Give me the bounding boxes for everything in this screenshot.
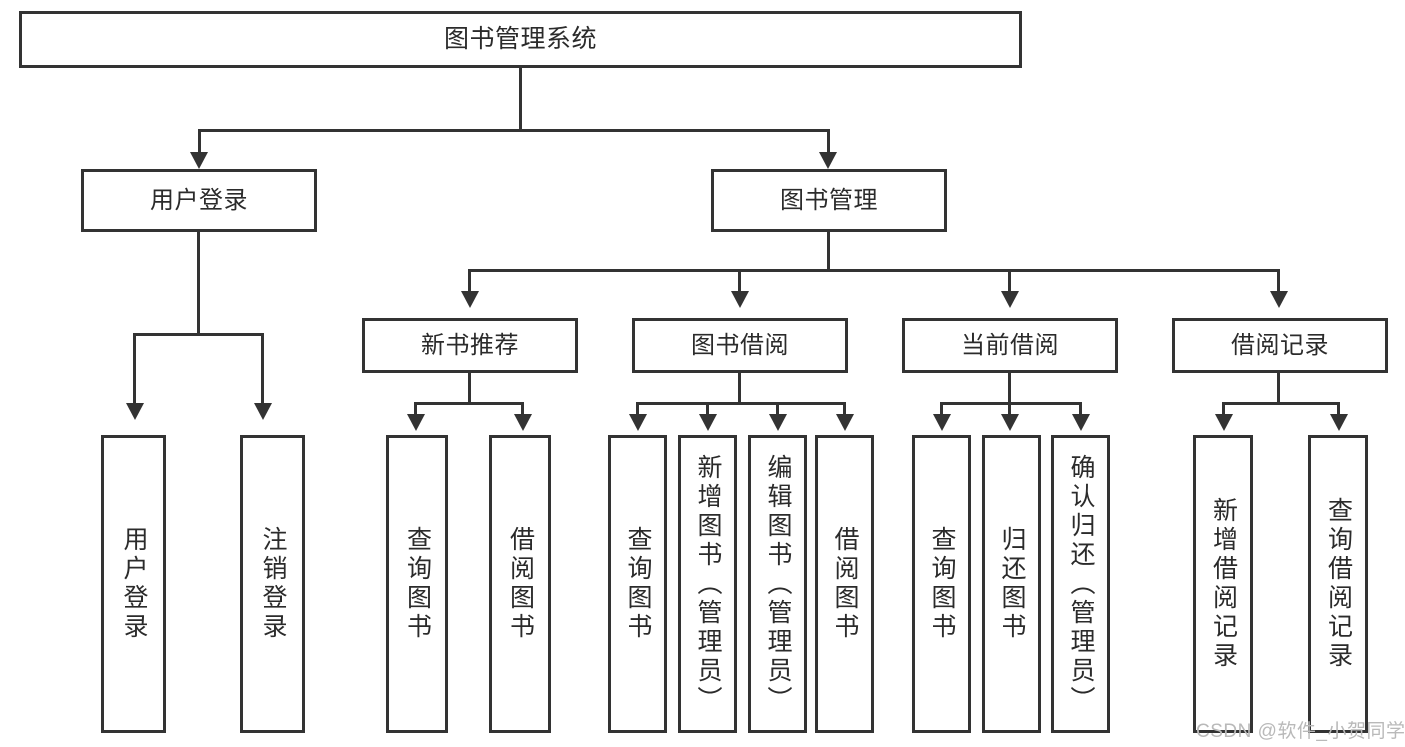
arrowhead-to-borrow-record — [1270, 291, 1288, 308]
node-borrow-record[interactable]: 借阅记录 — [1172, 318, 1388, 373]
arrowhead-to-book-borrow — [731, 291, 749, 308]
node-current-borrow[interactable]: 当前借阅 — [902, 318, 1118, 373]
edge-record-to-leaf2 — [1337, 402, 1340, 416]
node-leaf-borrow-book-recommend[interactable]: 借阅图书 — [489, 435, 551, 733]
edge-book-manage-to-record — [1277, 269, 1280, 294]
node-label: 注销登录 — [259, 526, 287, 642]
arrowhead-to-current-borrow — [1001, 291, 1019, 308]
node-user-login[interactable]: 用户登录 — [81, 169, 317, 232]
node-label: 归还图书 — [998, 526, 1026, 642]
edge-borrow-to-leaf4 — [843, 402, 846, 416]
node-label: 借阅图书 — [506, 526, 535, 642]
edge-current-to-leaf2 — [1008, 402, 1011, 416]
arrowhead-to-leaf-user-login — [126, 403, 144, 420]
node-leaf-edit-book-admin[interactable]: 编辑图书（管理员） — [748, 435, 807, 733]
node-leaf-add-book-admin[interactable]: 新增图书（管理员） — [678, 435, 737, 733]
node-label: 查询图书 — [928, 526, 956, 642]
edge-borrow-to-leaf3 — [776, 402, 779, 416]
edge-borrow-to-leaf2 — [706, 402, 709, 416]
edge-book-manage-to-current — [1008, 269, 1011, 294]
arrowhead-to-leaf-add-book — [699, 414, 717, 431]
node-label: 查询图书 — [403, 526, 432, 642]
edge-book-manage-stem — [827, 232, 830, 272]
node-label: 图书管理 — [780, 186, 878, 214]
edge-record-bus — [1222, 402, 1340, 405]
node-label: 查询借阅记录 — [1324, 497, 1353, 671]
edge-recommend-to-leaf2 — [521, 402, 524, 416]
edge-root-to-book-manage — [827, 129, 830, 154]
arrowhead-to-leaf-return-book — [1001, 414, 1019, 431]
edge-root-bus — [198, 129, 829, 132]
arrowhead-to-leaf-edit-book — [769, 414, 787, 431]
arrowhead-to-new-book-recommend — [461, 291, 479, 308]
edge-recommend-bus — [414, 402, 524, 405]
edge-borrow-stem — [738, 373, 741, 405]
node-label: 用户登录 — [120, 526, 148, 642]
node-label: 当前借阅 — [961, 331, 1059, 359]
edge-user-login-to-leaf1 — [133, 333, 136, 405]
edge-book-manage-to-recommend — [468, 269, 471, 294]
node-leaf-query-borrow-record[interactable]: 查询借阅记录 — [1308, 435, 1368, 733]
node-label: 图书管理系统 — [443, 25, 597, 54]
edge-user-login-bus — [133, 333, 264, 336]
arrowhead-to-book-manage — [819, 152, 837, 169]
node-leaf-confirm-return-admin[interactable]: 确认归还（管理员） — [1051, 435, 1110, 733]
edge-book-manage-bus — [468, 269, 1280, 272]
edge-current-bus — [940, 402, 1082, 405]
node-new-book-recommend[interactable]: 新书推荐 — [362, 318, 578, 373]
edge-current-to-leaf1 — [940, 402, 943, 416]
edge-borrow-bus — [636, 402, 846, 405]
arrowhead-to-leaf-query-book-1 — [407, 414, 425, 431]
edge-record-stem — [1277, 373, 1280, 405]
node-book-borrow[interactable]: 图书借阅 — [632, 318, 848, 373]
node-label: 图书借阅 — [691, 331, 789, 359]
arrowhead-to-leaf-query-book-3 — [933, 414, 951, 431]
node-label: 用户登录 — [150, 186, 248, 214]
arrowhead-to-leaf-borrow-book-2 — [836, 414, 854, 431]
edge-borrow-to-leaf1 — [636, 402, 639, 416]
node-label: 借阅记录 — [1231, 331, 1329, 359]
node-leaf-borrow-book[interactable]: 借阅图书 — [815, 435, 874, 733]
node-label: 新书推荐 — [421, 331, 519, 359]
node-label: 借阅图书 — [831, 526, 859, 642]
node-label: 编辑图书（管理员） — [764, 453, 792, 715]
arrowhead-to-leaf-confirm-return — [1072, 414, 1090, 431]
node-leaf-query-book-current[interactable]: 查询图书 — [912, 435, 971, 733]
node-leaf-query-book-borrow[interactable]: 查询图书 — [608, 435, 667, 733]
edge-current-to-leaf3 — [1079, 402, 1082, 416]
edge-record-to-leaf1 — [1222, 402, 1225, 416]
arrowhead-to-user-login — [190, 152, 208, 169]
node-leaf-return-book[interactable]: 归还图书 — [982, 435, 1041, 733]
csdn-watermark: CSDN @软件_小贺同学 — [1196, 721, 1405, 742]
arrowhead-to-leaf-query-book-2 — [629, 414, 647, 431]
node-label: 新增图书（管理员） — [694, 453, 722, 715]
node-leaf-add-borrow-record[interactable]: 新增借阅记录 — [1193, 435, 1253, 733]
node-book-management[interactable]: 图书管理 — [711, 169, 947, 232]
edge-user-login-to-leaf2 — [261, 333, 264, 405]
edge-book-manage-to-borrow — [738, 269, 741, 294]
node-leaf-logout-login[interactable]: 注销登录 — [240, 435, 305, 733]
node-label: 确认归还（管理员） — [1067, 453, 1095, 715]
node-leaf-user-login[interactable]: 用户登录 — [101, 435, 166, 733]
edge-recommend-stem — [468, 373, 471, 405]
edge-root-stem — [519, 68, 522, 131]
edge-root-to-user-login — [198, 129, 201, 154]
node-root-book-management-system[interactable]: 图书管理系统 — [19, 11, 1022, 68]
node-label: 新增借阅记录 — [1209, 497, 1238, 671]
edge-recommend-to-leaf1 — [414, 402, 417, 416]
edge-user-login-stem — [197, 232, 200, 336]
node-leaf-query-book-recommend[interactable]: 查询图书 — [386, 435, 448, 733]
node-label: 查询图书 — [624, 526, 652, 642]
arrowhead-to-leaf-add-record — [1215, 414, 1233, 431]
arrowhead-to-leaf-query-record — [1330, 414, 1348, 431]
edge-current-stem — [1008, 373, 1011, 405]
arrowhead-to-leaf-borrow-book-1 — [514, 414, 532, 431]
arrowhead-to-leaf-logout — [254, 403, 272, 420]
